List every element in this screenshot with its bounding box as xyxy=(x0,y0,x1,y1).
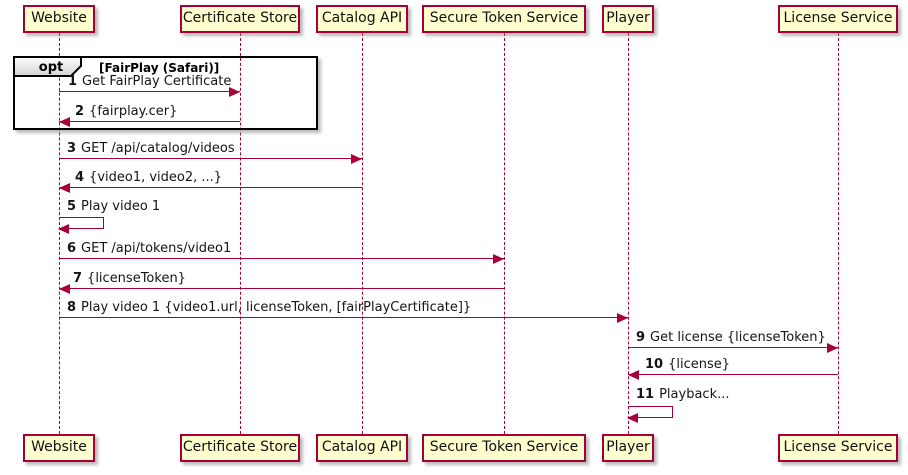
message-7-arrow xyxy=(59,284,504,294)
message-2-text: {fairplay.cer} xyxy=(89,104,178,119)
lifeline-license-service xyxy=(838,33,839,434)
message-9-arrow xyxy=(628,343,838,353)
message-8-text: Play video 1 {video1.url, licenseToken, … xyxy=(81,300,472,315)
arrowhead-left-icon xyxy=(59,284,70,294)
participant-catalog-api-bottom: Catalog API xyxy=(316,434,408,462)
message-11-self-arrow xyxy=(627,406,673,423)
message-6-number: 6 xyxy=(67,241,77,256)
message-9-number: 9 xyxy=(636,330,646,345)
participant-license-service-top: License Service xyxy=(778,5,898,33)
message-8-number: 8 xyxy=(67,300,77,315)
message-6-label: 6 GET /api/tokens/video1 xyxy=(67,242,231,256)
participant-license-service-bottom: License Service xyxy=(778,434,898,462)
message-8-arrow xyxy=(59,313,628,323)
message-5-self-arrow xyxy=(58,217,104,234)
message-1-label: 1 Get FairPlay Certificate xyxy=(68,75,231,89)
message-5-number: 5 xyxy=(67,199,77,214)
opt-fragment-tab xyxy=(13,56,82,77)
participant-catalog-api-top: Catalog API xyxy=(316,5,408,33)
arrowhead-left-icon xyxy=(627,413,638,423)
arrowhead-left-icon xyxy=(59,117,70,127)
arrowhead-left-icon xyxy=(59,183,70,193)
message-2-number: 2 xyxy=(75,104,85,119)
message-4-label: 4 {video1, video2, ...} xyxy=(75,171,222,185)
message-11-text: Playback... xyxy=(659,387,730,402)
arrowhead-right-icon xyxy=(493,254,504,264)
participant-certificate-store-bottom: Certificate Store xyxy=(180,434,300,462)
message-7-number: 7 xyxy=(73,271,83,286)
message-8-label: 8 Play video 1 {video1.url, licenseToken,… xyxy=(67,301,471,315)
participant-secure-token-service-top: Secure Token Service xyxy=(422,5,586,33)
opt-condition-label: [FairPlay (Safari)] xyxy=(99,61,220,75)
message-1-arrow xyxy=(59,87,240,97)
arrowhead-left-icon xyxy=(628,370,639,380)
lifeline-secure-token-service xyxy=(504,33,505,434)
message-10-label: 10 {license} xyxy=(645,358,730,372)
participant-player-bottom: Player xyxy=(602,434,654,462)
message-9-label: 9 Get license {licenseToken} xyxy=(636,331,826,345)
opt-operator-label: opt xyxy=(38,60,64,75)
message-10-arrow xyxy=(628,370,838,380)
participant-secure-token-service-bottom: Secure Token Service xyxy=(422,434,586,462)
message-5-text: Play video 1 xyxy=(81,199,161,214)
participant-certificate-store-top: Certificate Store xyxy=(180,5,300,33)
message-1-text: Get FairPlay Certificate xyxy=(82,74,232,89)
message-6-text: GET /api/tokens/video1 xyxy=(81,241,232,256)
message-11-number: 11 xyxy=(636,387,655,402)
message-3-arrow xyxy=(59,154,362,164)
message-2-label: 2 {fairplay.cer} xyxy=(75,105,177,119)
message-4-arrow xyxy=(59,183,362,193)
arrowhead-left-icon xyxy=(58,224,69,234)
message-10-text: {license} xyxy=(668,357,731,372)
arrowhead-right-icon xyxy=(351,154,362,164)
message-6-arrow xyxy=(59,254,504,264)
message-7-label: 7 {licenseToken} xyxy=(73,272,186,286)
arrowhead-right-icon xyxy=(617,313,628,323)
message-4-number: 4 xyxy=(75,170,85,185)
message-10-number: 10 xyxy=(645,357,664,372)
arrowhead-right-icon xyxy=(229,87,240,97)
message-11-label: 11 Playback... xyxy=(636,388,730,402)
participant-player-top: Player xyxy=(602,5,654,33)
message-2-arrow xyxy=(59,117,240,127)
message-3-number: 3 xyxy=(67,141,77,156)
participant-website-top: Website xyxy=(23,5,95,33)
message-9-text: Get license {licenseToken} xyxy=(650,330,826,345)
message-1-number: 1 xyxy=(68,74,78,89)
message-4-text: {video1, video2, ...} xyxy=(89,170,223,185)
arrowhead-right-icon xyxy=(827,343,838,353)
message-7-text: {licenseToken} xyxy=(87,271,186,286)
participant-website-bottom: Website xyxy=(23,434,95,462)
message-3-label: 3 GET /api/catalog/videos xyxy=(67,142,235,156)
message-3-text: GET /api/catalog/videos xyxy=(81,141,235,156)
lifeline-certificate-store xyxy=(240,33,241,434)
opt-fragment-frame: opt [FairPlay (Safari)] xyxy=(13,56,318,130)
lifeline-catalog-api xyxy=(362,33,363,434)
lifeline-player xyxy=(628,33,629,434)
message-5-label: 5 Play video 1 xyxy=(67,200,160,214)
